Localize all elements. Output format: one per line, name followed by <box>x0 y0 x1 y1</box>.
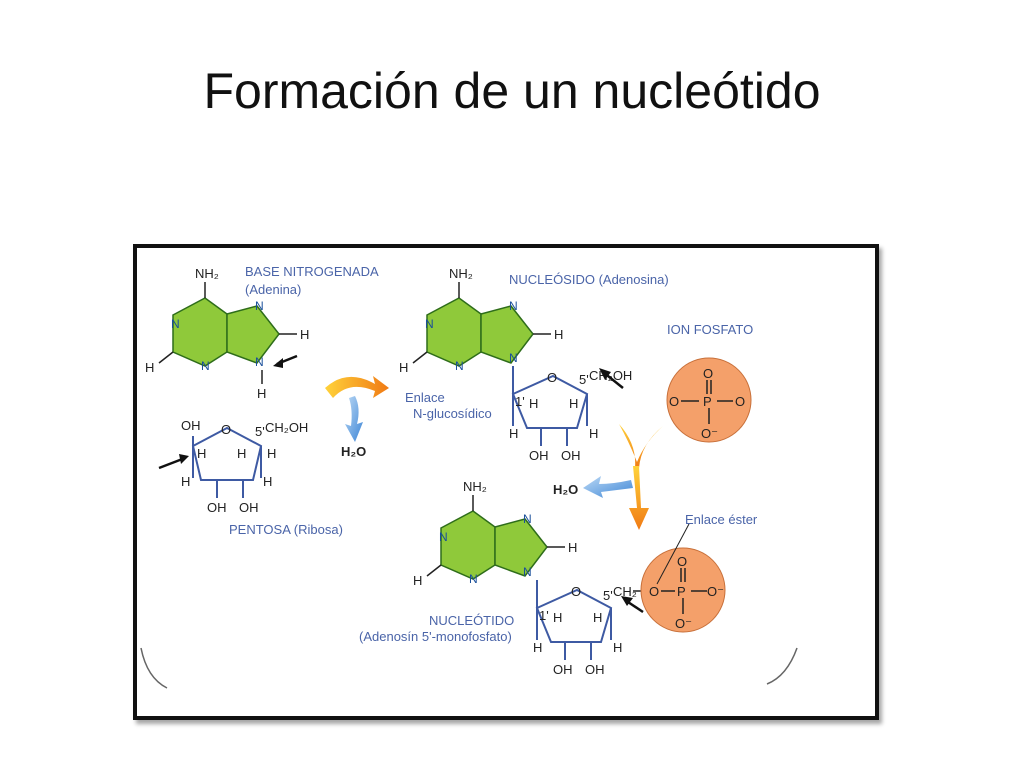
label-pentosa: PENTOSA (Ribosa) <box>229 522 343 537</box>
ribose-pos5: 5' <box>255 424 265 439</box>
nucleoside-n3: N <box>455 359 464 373</box>
decor-arc-left <box>140 647 168 689</box>
label-nucleosido: NUCLEÓSIDO (Adenosina) <box>509 272 669 287</box>
label-adenina: (Adenina) <box>245 282 301 297</box>
adenine-n3: N <box>201 359 210 373</box>
ribose-ch2oh: CH₂OH <box>265 420 308 435</box>
nucleoside-pos1: 1' <box>515 394 525 409</box>
nucleoside-h1: H <box>529 396 538 411</box>
nucleotide-h2b: H <box>593 610 602 625</box>
ribose-h4: H <box>181 474 190 489</box>
label-enlace-ester: Enlace éster <box>685 512 758 527</box>
phosphate-o-bottom: O⁻ <box>701 426 718 441</box>
nucleotide-h1: H <box>553 610 562 625</box>
nucleotide-h2: H <box>413 573 422 588</box>
label-n-glucosidico: N-glucosídico <box>413 406 492 421</box>
nucleotide-h8: H <box>568 540 577 555</box>
adenine-nh2: NH₂ <box>195 266 219 281</box>
nucleotide-pos5: 5' <box>603 588 613 603</box>
nucleotide-n1: N <box>439 530 448 544</box>
adenine-h8: H <box>300 327 309 342</box>
adenine-base: NH₂ N N N N H H H <box>145 266 309 401</box>
label-ion-fosfato: ION FOSFATO <box>667 322 753 337</box>
nucleotide: NH₂ N N N N H H O CH₂ 5' 1' H H H H OH O… <box>413 479 726 677</box>
label-base-nitrogenada: BASE NITROGENADA <box>245 264 379 279</box>
nucleotide-phos-o-right: O⁻ <box>707 584 724 599</box>
nucleoside-h2: H <box>399 360 408 375</box>
reaction-arrow-2: H₂O <box>553 424 663 530</box>
reaction-arrow-1: H₂O <box>325 376 389 459</box>
nucleoside-h8: H <box>554 327 563 342</box>
nucleotide-n7: N <box>523 512 532 526</box>
nucleotide-oh1: OH <box>553 662 573 677</box>
nucleotide-n3: N <box>469 572 478 586</box>
nucleoside-h2b: H <box>569 396 578 411</box>
nucleoside-h4: H <box>589 426 598 441</box>
nucleoside-n9: N <box>509 351 518 365</box>
nucleotide-nh2: NH₂ <box>463 479 487 494</box>
nucleoside-ch2oh: CH₂OH <box>589 368 632 383</box>
nucleoside-h3: H <box>509 426 518 441</box>
label-adenosin-monofosfato: (Adenosín 5'-monofosfato) <box>359 629 512 644</box>
adenine-n7: N <box>255 299 264 313</box>
water-1: H₂O <box>341 444 366 459</box>
diagram-frame: NH₂ N N N N H H H BASE NITROGENADA (Aden… <box>133 244 879 720</box>
slide-title: Formación de un nucleótido <box>203 63 821 119</box>
nucleoside-nh2: NH₂ <box>449 266 473 281</box>
adenine-n9: N <box>255 355 264 369</box>
nucleoside-o: O <box>547 370 557 385</box>
phosphate-o-right: O <box>735 394 745 409</box>
ribose-oh1: OH <box>181 418 201 433</box>
ribose-sugar: O OH CH₂OH 5' H H H H H OH OH <box>158 418 308 515</box>
ribose-h5: H <box>263 474 272 489</box>
adenine-h9: H <box>257 386 266 401</box>
ribose-h1: H <box>197 446 206 461</box>
nucleotide-h4: H <box>613 640 622 655</box>
adenine-n1: N <box>171 317 180 331</box>
ribose-h2: H <box>237 446 246 461</box>
nucleotide-phos-o-bottom: O⁻ <box>675 616 692 631</box>
nucleoside-oh2: OH <box>561 448 581 463</box>
nucleotide-phos-o-link: O <box>649 584 659 599</box>
nucleotide-diagram: NH₂ N N N N H H H BASE NITROGENADA (Aden… <box>140 264 798 689</box>
nucleoside-pos5: 5' <box>579 372 589 387</box>
nucleotide-oh2: OH <box>585 662 605 677</box>
ribose-h3: H <box>267 446 276 461</box>
nucleoside: NH₂ N N N N H H O CH₂OH 5' 1' H H H H OH… <box>399 266 632 463</box>
nucleotide-n9: N <box>523 565 532 579</box>
nucleoside-oh1: OH <box>529 448 549 463</box>
ribose-o: O <box>221 422 231 437</box>
phosphate-p: P <box>703 394 712 409</box>
adenine-h2: H <box>145 360 154 375</box>
ribose-oh2: OH <box>207 500 227 515</box>
nucleotide-ch2: CH₂ <box>613 584 637 599</box>
water-2: H₂O <box>553 482 578 497</box>
phosphate-o-top: O <box>703 366 713 381</box>
nucleotide-h3: H <box>533 640 542 655</box>
nucleotide-pos1: 1' <box>539 608 549 623</box>
nucleotide-phos-p: P <box>677 584 686 599</box>
ribose-oh3: OH <box>239 500 259 515</box>
label-nucleotido: NUCLEÓTIDO <box>429 613 514 628</box>
nucleotide-phos-o-top: O <box>677 554 687 569</box>
nucleotide-o: O <box>571 584 581 599</box>
nucleoside-n7: N <box>509 299 518 313</box>
phosphate-o-left: O <box>669 394 679 409</box>
decor-arc-right <box>766 647 798 685</box>
nucleoside-n1: N <box>425 317 434 331</box>
label-enlace: Enlace <box>405 390 445 405</box>
phosphate-ion: O P O O O⁻ <box>666 357 752 443</box>
